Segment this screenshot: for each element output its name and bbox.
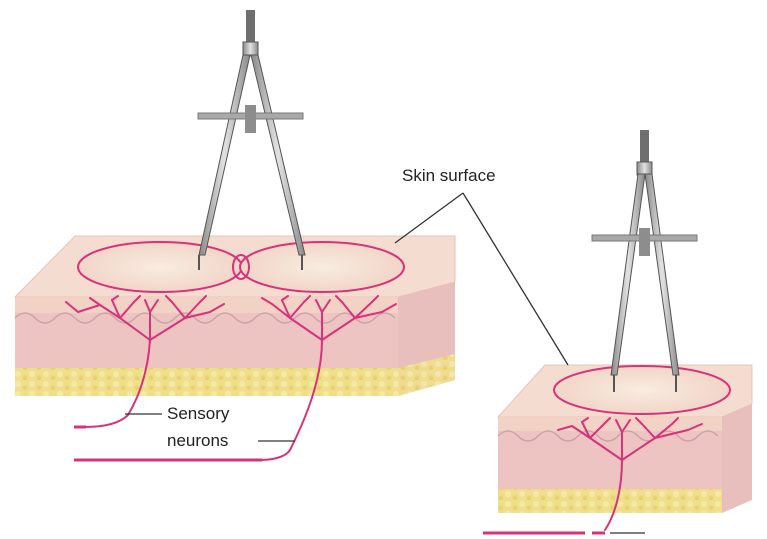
left-receptive-field-2 xyxy=(240,242,404,292)
left-caliper-icon xyxy=(198,10,305,270)
left-dermis xyxy=(15,313,398,368)
right-block-right-side xyxy=(722,404,752,513)
left-receptive-field-1 xyxy=(78,242,242,292)
sensory-label-line2: neurons xyxy=(167,431,228,450)
right-receptive-field xyxy=(554,366,730,414)
sensory-label-line1: Sensory xyxy=(167,404,230,423)
right-fat-layer xyxy=(498,489,722,513)
right-caliper-icon xyxy=(592,130,697,392)
left-fat-layer xyxy=(15,368,398,396)
skin-surface-label: Skin surface xyxy=(402,166,496,185)
